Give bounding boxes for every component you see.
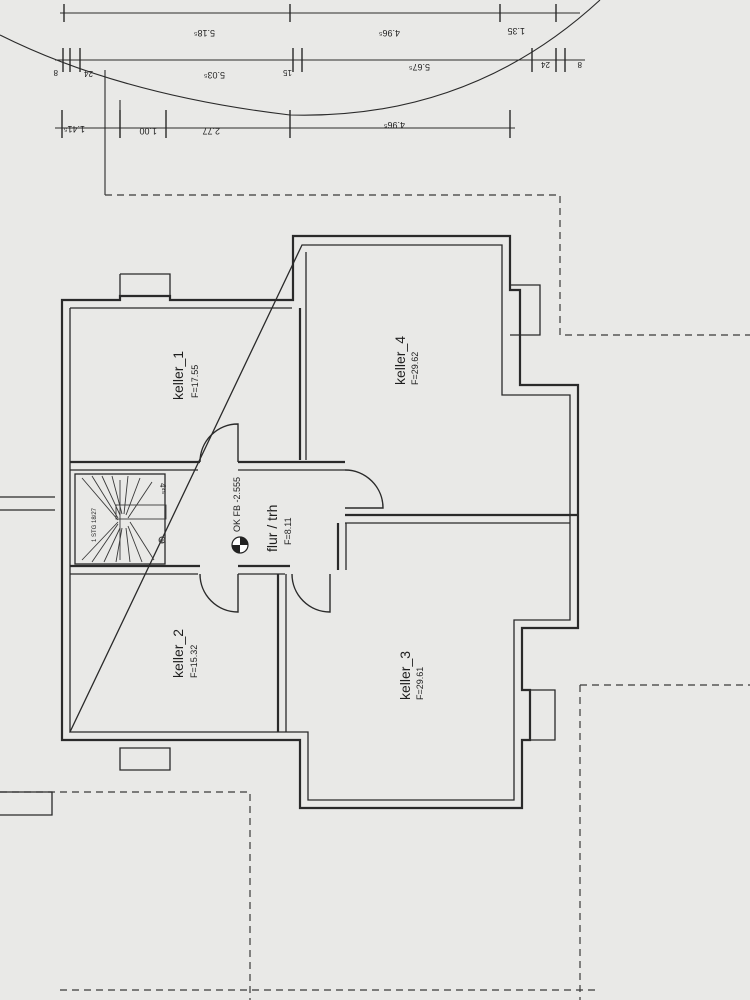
room-labels: keller_1 F=17.55 keller_4 F=29.62 flur /…	[170, 336, 425, 700]
staircase	[74, 473, 167, 565]
room-name-keller-3: keller_3	[397, 651, 413, 700]
site-boundary-arc	[0, 0, 601, 116]
dim-top-2: 4.96⁵	[378, 28, 400, 38]
doors	[199, 423, 384, 613]
neighbor-structure	[0, 496, 55, 816]
building-walls	[60, 234, 580, 810]
dim-mid-4: 15	[283, 68, 292, 77]
dim-mid-7: 8	[577, 60, 582, 69]
stair-note: 1 STG 18/27	[92, 507, 98, 542]
room-name-keller-2: keller_2	[170, 629, 186, 678]
dim-mid-6: 24	[541, 60, 550, 69]
room-name-flur: flur / trh	[264, 505, 280, 552]
room-name-keller-1: keller_1	[170, 351, 186, 400]
dim-mid-2: 24	[84, 69, 93, 78]
property-lines	[0, 194, 750, 1000]
dim-bot-4: 4.96⁵	[383, 120, 405, 130]
dim-mid-5: 5.67⁵	[408, 62, 430, 72]
room-area-keller-2: F=15.32	[189, 645, 199, 678]
dim-bot-3: 2.77	[202, 126, 220, 136]
room-area-flur: F=8.11	[283, 517, 293, 545]
dimension-chains	[55, 4, 585, 195]
dim-top-3: 1.35	[507, 26, 525, 36]
room-area-keller-4: F=29.62	[410, 352, 420, 385]
room-area-keller-1: F=17.55	[190, 365, 200, 398]
room-name-keller-4: keller_4	[392, 336, 408, 385]
room-area-keller-3: F=29.61	[415, 667, 425, 700]
dim-mid-3: 5.03⁵	[203, 70, 225, 80]
level-marker	[231, 536, 249, 554]
dim-bot-1: 1.41⁵	[63, 124, 85, 134]
dim-mid-1: 8	[53, 68, 58, 77]
level-mark-text: OK FB -2.555	[232, 477, 242, 532]
stair-height-label: 4⁴⁵	[158, 483, 167, 494]
dim-top-1: 5.18⁵	[193, 28, 215, 38]
dim-bot-2: 1.00	[139, 126, 157, 136]
dimension-texts: 5.18⁵ 4.96⁵ 1.35 8 24 5.03⁵ 15 5.67⁵ 24 …	[53, 26, 582, 136]
